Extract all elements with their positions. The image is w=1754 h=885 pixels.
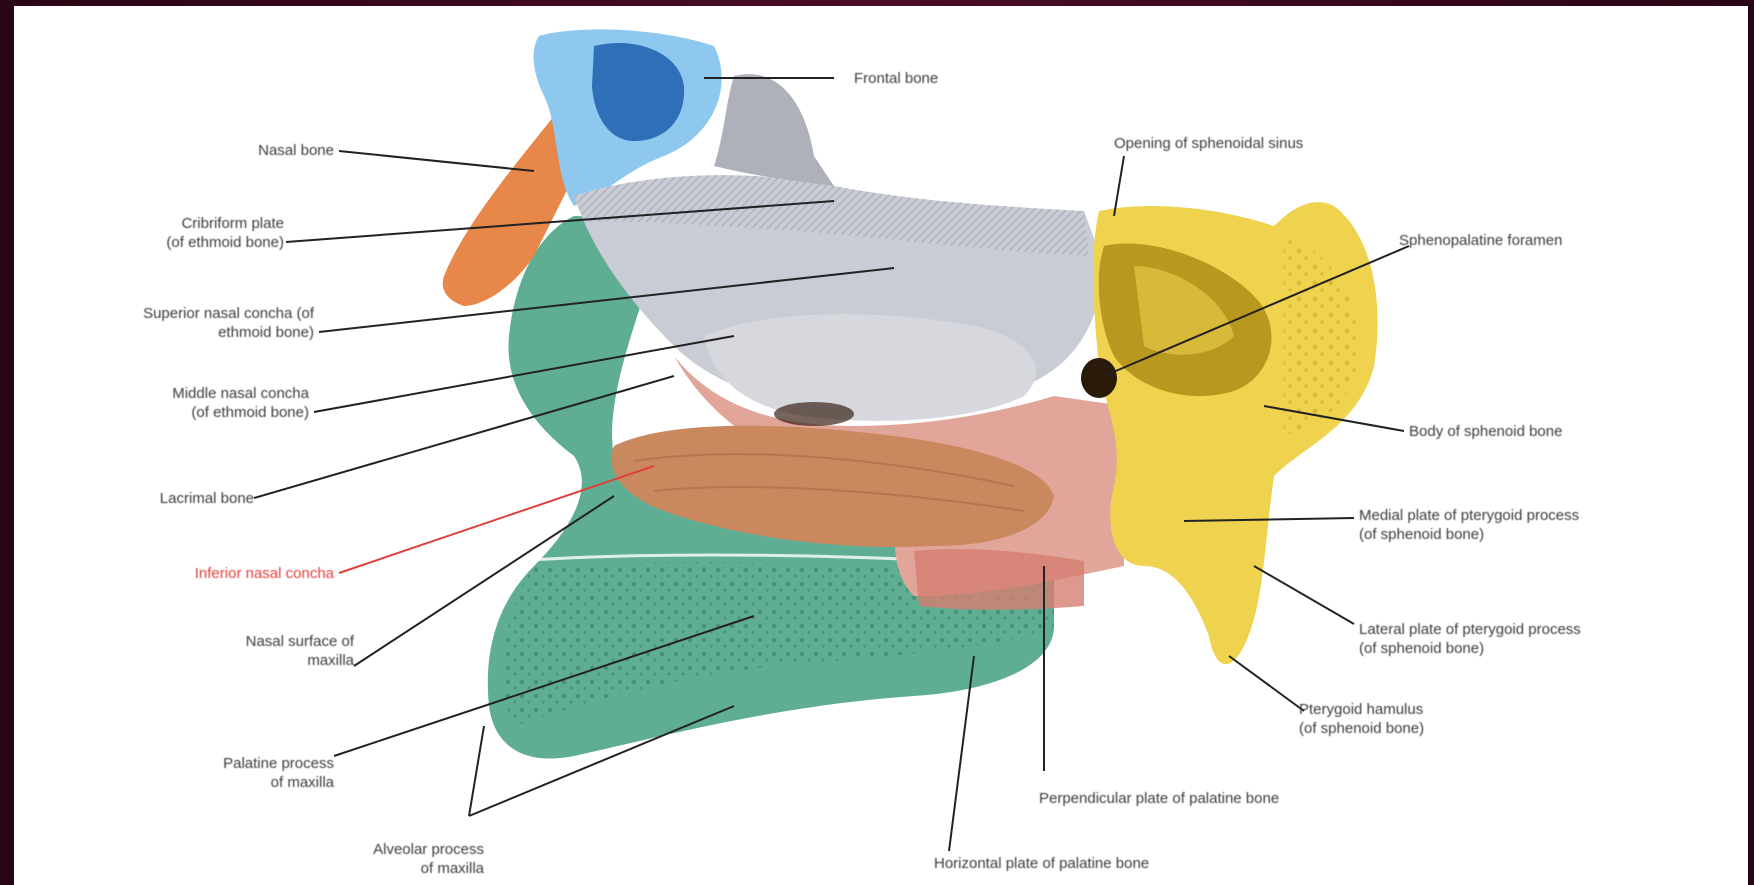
crista-shape: [714, 74, 834, 186]
label-superior-concha-line1: Superior nasal concha (of: [14, 304, 314, 323]
label-nasal-bone: Nasal bone: [194, 141, 334, 160]
label-superior-concha: Superior nasal concha (of ethmoid bone): [14, 304, 314, 342]
label-cribriform-plate-line2: (of ethmoid bone): [74, 233, 284, 252]
label-horizontal-plate: Horizontal plate of palatine bone: [934, 854, 1149, 873]
label-cribriform-plate: Cribriform plate (of ethmoid bone): [74, 214, 284, 252]
label-pterygoid-hamulus: Pterygoid hamulus (of sphenoid bone): [1299, 700, 1424, 738]
anatomy-figure: Frontal bone Nasal bone Cribriform plate…: [14, 6, 1748, 885]
label-medial-plate: Medial plate of pterygoid process (of sp…: [1359, 506, 1579, 544]
label-alveolar-process-line2: of maxilla: [264, 859, 484, 878]
label-sphenopalatine-foramen: Sphenopalatine foramen: [1399, 231, 1562, 250]
label-lateral-plate-line1: Lateral plate of pterygoid process: [1359, 620, 1581, 639]
label-lateral-plate-line2: (of sphenoid bone): [1359, 639, 1581, 658]
label-middle-concha-line1: Middle nasal concha: [64, 384, 309, 403]
label-pterygoid-hamulus-line2: (of sphenoid bone): [1299, 719, 1424, 738]
label-cribriform-plate-line1: Cribriform plate: [74, 214, 284, 233]
sphenopalatine-foramen-shape: [1081, 358, 1117, 398]
label-palatine-process-line2: of maxilla: [124, 773, 334, 792]
label-medial-plate-line2: (of sphenoid bone): [1359, 525, 1579, 544]
label-pterygoid-hamulus-line1: Pterygoid hamulus: [1299, 700, 1424, 719]
label-lateral-plate: Lateral plate of pterygoid process (of s…: [1359, 620, 1581, 658]
label-nasal-surface-maxilla-line1: Nasal surface of: [154, 632, 354, 651]
label-inferior-concha: Inferior nasal concha: [74, 564, 334, 583]
label-superior-concha-line2: ethmoid bone): [14, 323, 314, 342]
label-opening-sphenoidal-sinus: Opening of sphenoidal sinus: [1114, 134, 1303, 153]
label-frontal-bone: Frontal bone: [854, 69, 938, 88]
label-lacrimal-bone: Lacrimal bone: [64, 489, 254, 508]
label-medial-plate-line1: Medial plate of pterygoid process: [1359, 506, 1579, 525]
label-middle-concha-line2: (of ethmoid bone): [64, 403, 309, 422]
label-body-sphenoid: Body of sphenoid bone: [1409, 422, 1562, 441]
label-alveolar-process: Alveolar process of maxilla: [264, 840, 484, 878]
label-nasal-surface-maxilla-line2: maxilla: [154, 651, 354, 670]
label-perpendicular-plate: Perpendicular plate of palatine bone: [1039, 789, 1279, 808]
middle-concha-shape: [704, 314, 1036, 421]
label-middle-concha: Middle nasal concha (of ethmoid bone): [64, 384, 309, 422]
label-palatine-process-line1: Palatine process: [124, 754, 334, 773]
label-palatine-process: Palatine process of maxilla: [124, 754, 334, 792]
label-nasal-surface-maxilla: Nasal surface of maxilla: [154, 632, 354, 670]
label-alveolar-process-line1: Alveolar process: [264, 840, 484, 859]
